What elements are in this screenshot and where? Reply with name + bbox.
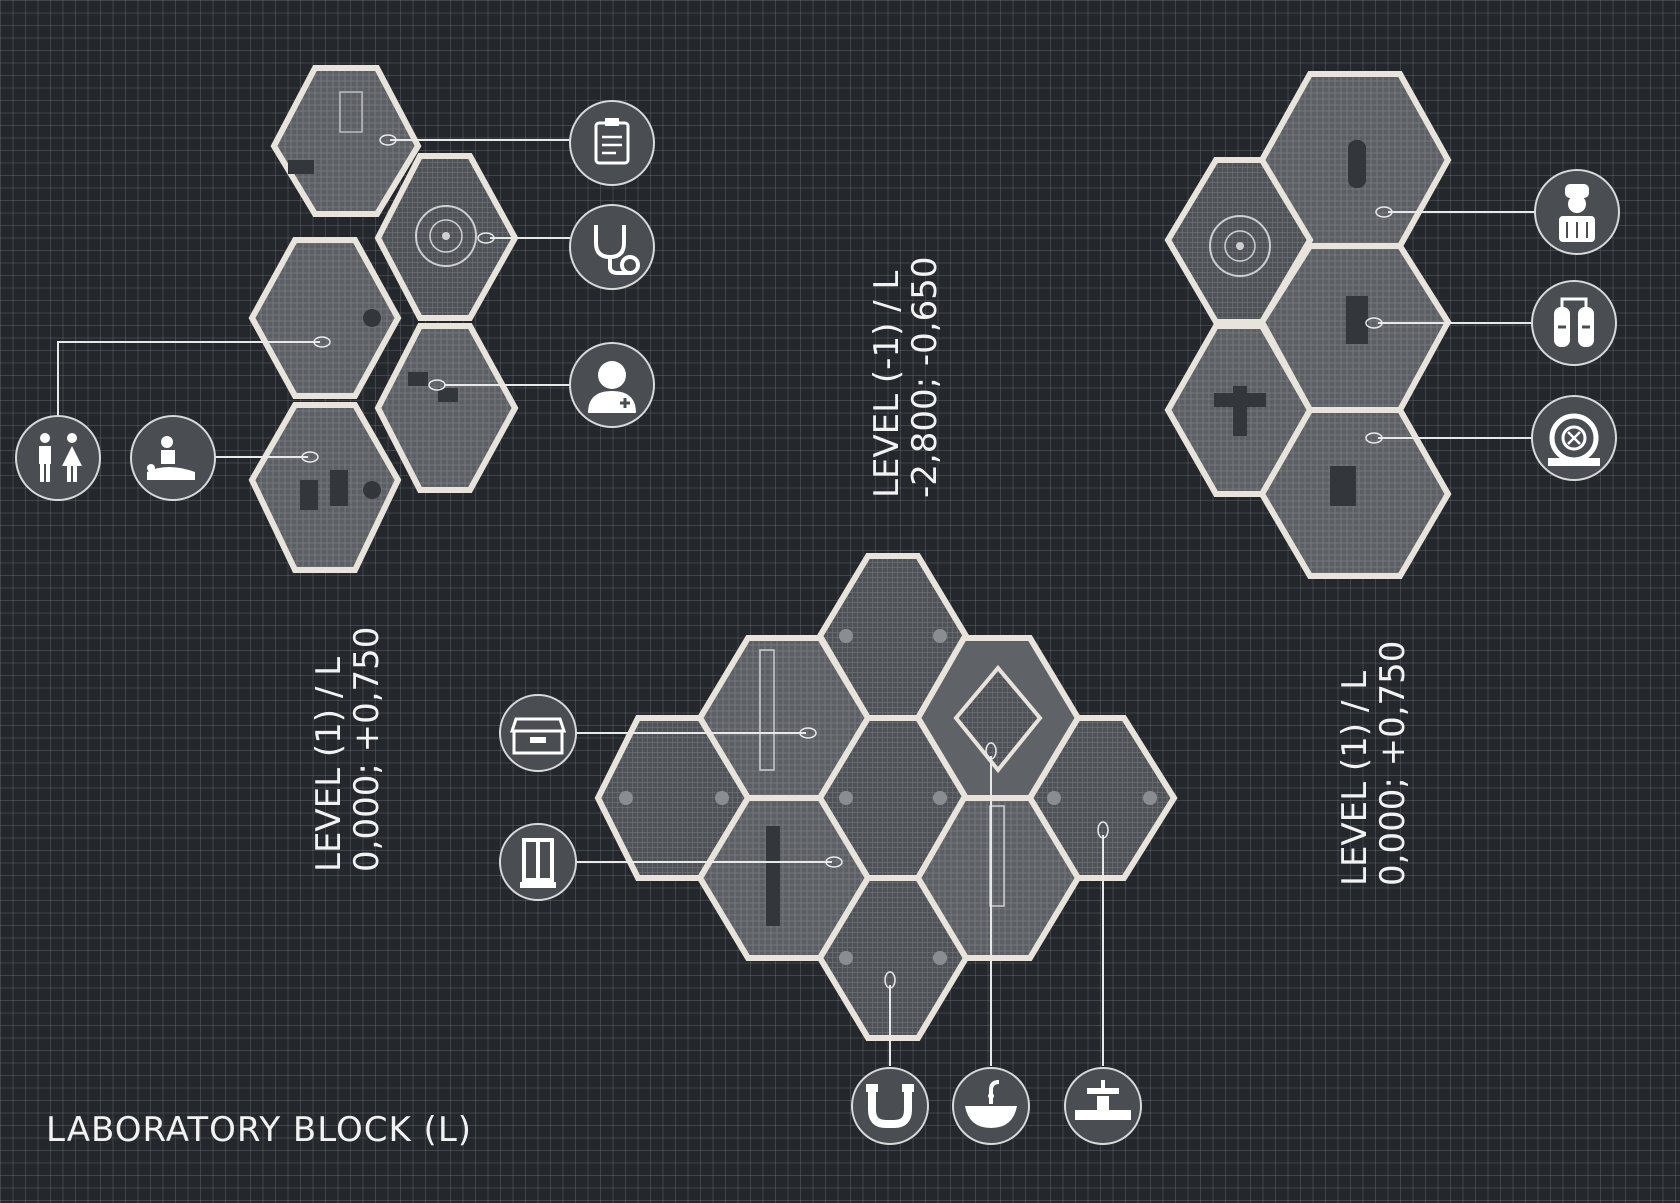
level-elevation: 0,000; +0,750 xyxy=(347,626,387,872)
right-floor-plan xyxy=(1164,71,1452,579)
spiral-stair xyxy=(1209,215,1271,277)
doctor-icon xyxy=(569,342,655,428)
level-label-center: LEVEL (-1) / L -2,800; -0,650 xyxy=(867,218,952,498)
room-hex xyxy=(374,323,519,493)
level-label-right: LEVEL (1) / L 0,000; +0,750 xyxy=(1335,626,1420,886)
level-name: LEVEL (1) / L xyxy=(1335,670,1375,886)
diving-helmet-icon xyxy=(1531,395,1617,481)
sink-icon xyxy=(952,1067,1030,1145)
level-label-left: LEVEL (1) / L 0,000; +0,750 xyxy=(309,612,394,872)
room-hex xyxy=(816,875,970,1041)
room-hex xyxy=(270,65,422,217)
room-hex xyxy=(248,402,402,573)
pipe-icon xyxy=(851,1067,929,1145)
left-floor-plan xyxy=(248,65,519,573)
diver-icon xyxy=(1534,169,1620,255)
room-hex xyxy=(248,237,402,399)
valve-icon xyxy=(1064,1067,1142,1145)
stethoscope-icon xyxy=(569,204,655,290)
level-elevation: -2,800; -0,650 xyxy=(905,256,945,498)
level-name: LEVEL (-1) / L xyxy=(867,270,907,498)
patient-care-icon xyxy=(130,415,216,501)
spiral-stair xyxy=(415,205,477,267)
room-hex xyxy=(1164,157,1314,325)
level-name: LEVEL (1) / L xyxy=(309,656,349,872)
left-plan-leaders xyxy=(57,139,570,458)
restroom-icon xyxy=(15,415,101,501)
bottom-plan-leaders xyxy=(576,732,1104,1066)
block-title: LABORATORY BLOCK (L) xyxy=(46,1110,473,1150)
oxygen-tanks-icon xyxy=(1531,280,1617,366)
level-elevation: 0,000; +0,750 xyxy=(1373,640,1413,886)
bottom-floor-plan xyxy=(594,553,1178,1041)
courtyard xyxy=(953,664,1043,774)
right-plan-leaders xyxy=(1378,211,1536,439)
clipboard-icon xyxy=(569,100,655,186)
storage-box-icon xyxy=(499,694,577,772)
locker-icon xyxy=(499,823,577,901)
